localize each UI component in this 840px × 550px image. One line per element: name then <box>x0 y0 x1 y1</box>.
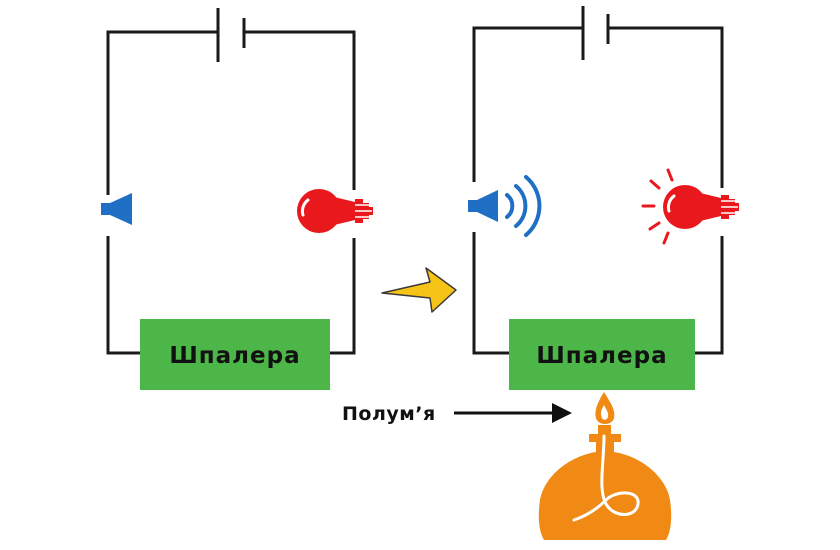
right-light-bulb-icon <box>663 185 739 229</box>
sound-waves-icon <box>505 175 542 237</box>
flame-label: Полум’я <box>342 403 436 425</box>
right-top-wire-right <box>608 26 724 188</box>
left-top-wire-left <box>106 30 218 195</box>
left-top-wire-right <box>244 30 356 190</box>
spirit-lamp-icon <box>538 392 672 540</box>
left-battery-icon <box>216 8 246 62</box>
right-bottom-wire-right <box>695 236 724 355</box>
left-component-box <box>140 319 330 390</box>
light-rays-icon <box>641 168 674 245</box>
right-speaker-icon <box>468 190 498 222</box>
left-light-bulb-icon <box>297 189 373 233</box>
right-circuit: Шпалера <box>468 6 739 390</box>
right-top-wire-left <box>472 26 583 182</box>
right-component-label: Шпалера <box>536 343 667 369</box>
left-component-label: Шпалера <box>169 343 300 369</box>
left-speaker-icon <box>101 193 132 225</box>
flame-pointer-arrow <box>454 403 572 423</box>
yellow-arrow-icon <box>381 267 457 313</box>
left-circuit: Шпалера <box>101 8 373 390</box>
right-component-box <box>509 319 695 390</box>
left-bottom-wire-left <box>106 236 140 355</box>
left-bottom-wire-right <box>330 238 356 355</box>
right-bottom-wire-left <box>472 232 509 355</box>
right-battery-icon <box>581 6 610 60</box>
